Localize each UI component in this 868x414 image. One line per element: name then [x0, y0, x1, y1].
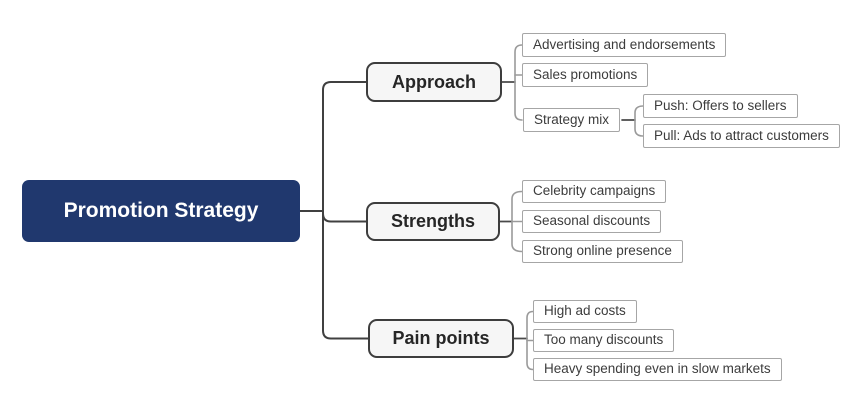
child-node-advertising-and-endorsements[interactable]: Advertising and endorsements	[522, 33, 727, 57]
child-node-high-ad-costs[interactable]: High ad costs	[533, 300, 637, 323]
child-node-label: Heavy spending even in slow markets	[544, 361, 771, 376]
connector-trunk-approach-to-pain-points	[322, 81, 369, 340]
child-node-label: Pull: Ads to attract customers	[654, 128, 829, 143]
child-node-sales-promotions[interactable]: Sales promotions	[522, 63, 649, 87]
child-node-label: Advertising and endorsements	[533, 37, 716, 52]
child-node-push-offers-to-sellers[interactable]: Push: Offers to sellers	[643, 94, 798, 118]
child-node-seasonal-discounts[interactable]: Seasonal discounts	[522, 210, 662, 233]
branch-node-label: Strengths	[390, 211, 475, 231]
child-node-too-many-discounts[interactable]: Too many discounts	[533, 329, 675, 352]
child-node-label: Too many discounts	[544, 332, 664, 347]
connector-trunk-to-strengths	[322, 212, 367, 223]
child-node-label: Strong online presence	[533, 243, 672, 258]
branch-node-label: Pain points	[392, 328, 490, 348]
child-node-label: Sales promotions	[533, 67, 638, 82]
child-node-label: Strategy mix	[534, 112, 610, 127]
branch-node-pain-points[interactable]: Pain points	[368, 319, 514, 358]
child-node-label: Celebrity campaigns	[533, 183, 656, 198]
root-node-label: Promotion Strategy	[63, 199, 259, 222]
child-node-heavy-spending-even-in-slow-markets[interactable]: Heavy spending even in slow markets	[533, 358, 782, 381]
child-node-label: High ad costs	[544, 303, 626, 318]
child-node-strategy-mix[interactable]: Strategy mix	[523, 108, 621, 132]
child-node-pull-ads-to-attract-customers[interactable]: Pull: Ads to attract customers	[643, 124, 840, 148]
child-node-label: Seasonal discounts	[533, 213, 651, 228]
branch-node-approach[interactable]: Approach	[366, 62, 502, 102]
child-node-strong-online-presence[interactable]: Strong online presence	[522, 240, 683, 263]
connector-strengths-children-bracket	[511, 190, 523, 253]
branch-node-strengths[interactable]: Strengths	[366, 202, 500, 241]
child-node-celebrity-campaigns[interactable]: Celebrity campaigns	[522, 180, 667, 203]
connector-approach-children-bracket	[514, 44, 523, 121]
connector-strategy-mix-children-bracket	[634, 105, 644, 137]
branch-node-label: Approach	[391, 72, 476, 92]
child-node-label: Push: Offers to sellers	[654, 98, 787, 113]
root-node-promotion-strategy[interactable]: Promotion Strategy	[22, 180, 300, 242]
